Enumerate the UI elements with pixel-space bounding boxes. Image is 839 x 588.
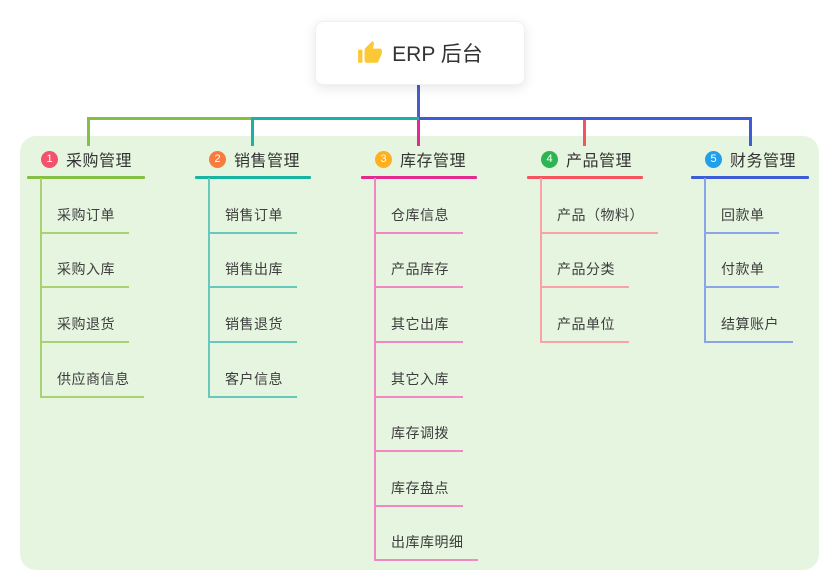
branch-underline-finance [691,176,809,179]
connector-branch-blue [419,117,752,120]
branch-badge: 1 [41,150,58,168]
leaf-node[interactable]: 其它出库 [374,314,463,343]
leaf-node[interactable]: 采购退货 [40,314,129,343]
leaf-node[interactable]: 产品（物料） [540,205,658,234]
branch-node-inventory[interactable]: 3 库存管理 [375,149,467,170]
root-title: ERP 后台 [392,43,483,66]
connector-drop-product [583,120,586,146]
branch-label: 产品管理 [566,153,633,170]
branch-underline-purchase [27,176,145,179]
branch-node-product[interactable]: 4 产品管理 [541,149,633,170]
leaf-node[interactable]: 出库库明细 [374,532,478,561]
thumbs-up-icon [357,40,383,66]
branch-badge: 5 [705,150,722,168]
leaf-node[interactable]: 产品库存 [374,259,463,288]
connector-root-vertical [417,83,420,118]
group-panel [20,136,819,570]
branch-label: 销售管理 [234,153,301,170]
leaf-node[interactable]: 库存盘点 [374,478,463,507]
leaf-node[interactable]: 销售退货 [208,314,297,343]
tree-line-product [540,178,542,341]
branch-underline-product [527,176,643,179]
leaf-node[interactable]: 库存调拨 [374,423,463,452]
leaf-node[interactable]: 销售订单 [208,205,297,234]
connector-drop-purchase [87,117,90,146]
tree-line-inventory [374,178,376,559]
connector-branch-teal [251,117,419,120]
branch-underline-sales [195,176,311,179]
branch-label: 采购管理 [66,153,133,170]
branch-badge: 2 [209,150,226,168]
connector-drop-finance [749,117,752,146]
leaf-node[interactable]: 采购订单 [40,205,129,234]
leaf-node[interactable]: 结算账户 [704,314,793,343]
leaf-node[interactable]: 客户信息 [208,369,297,398]
leaf-node[interactable]: 产品分类 [540,259,629,288]
branch-node-finance[interactable]: 5 财务管理 [705,149,797,170]
leaf-node[interactable]: 回款单 [704,205,779,234]
branch-badge: 3 [375,150,392,168]
leaf-node[interactable]: 采购入库 [40,259,129,288]
connector-drop-inventory [417,120,420,146]
leaf-node[interactable]: 销售出库 [208,259,297,288]
leaf-node[interactable]: 其它入库 [374,369,463,398]
branch-node-sales[interactable]: 2 销售管理 [209,149,301,170]
branch-underline-inventory [361,176,477,179]
connector-drop-sales [251,117,254,146]
branch-label: 财务管理 [730,153,797,170]
branch-label: 库存管理 [400,153,467,170]
tree-line-finance [704,178,706,341]
leaf-node[interactable]: 供应商信息 [40,369,144,398]
leaf-node[interactable]: 仓库信息 [374,205,463,234]
branch-badge: 4 [541,150,558,168]
leaf-node[interactable]: 产品单位 [540,314,629,343]
leaf-node[interactable]: 付款单 [704,259,779,288]
branch-node-purchase[interactable]: 1 采购管理 [41,149,133,170]
connector-branch-green [87,117,253,120]
root-node[interactable]: ERP 后台 [315,21,525,85]
